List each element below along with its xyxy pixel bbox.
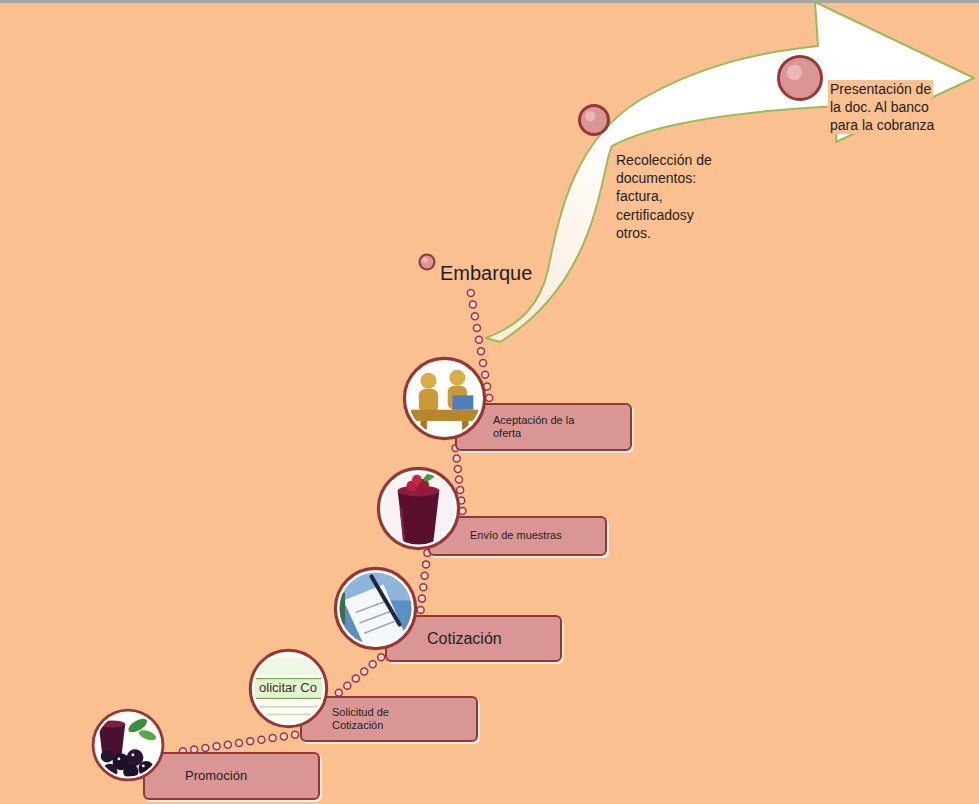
- step-box: Cotización: [385, 615, 562, 662]
- step-photo: [333, 566, 418, 651]
- connector-dot: [420, 584, 427, 591]
- step-box: Aceptación de la oferta: [455, 403, 632, 451]
- connector-dot: [280, 733, 287, 740]
- dotted-connector: [335, 654, 384, 697]
- connector-dot: [418, 595, 425, 602]
- connector-dot: [457, 487, 464, 494]
- step-photo: [91, 708, 165, 782]
- text-wrap: Presentación de la doc. Al banco para la…: [828, 80, 942, 135]
- connector-dot: [454, 465, 461, 472]
- connector-dot: [378, 654, 385, 661]
- connector-dot: [224, 741, 231, 748]
- connector-dot: [344, 682, 351, 689]
- connector-dot: [482, 371, 489, 378]
- step-label: Envío de muestras: [470, 529, 562, 542]
- connector-dot: [469, 301, 476, 308]
- connector-dot: [453, 455, 460, 462]
- connector-dot: [213, 743, 220, 750]
- connector-dot: [258, 736, 265, 743]
- step-label: Promoción: [185, 768, 247, 784]
- connector-dot: [456, 476, 463, 483]
- connector-dot: [352, 675, 359, 682]
- top-rule: [0, 0, 979, 3]
- step-label: Aceptación de la oferta: [493, 414, 593, 441]
- connector-dot: [467, 289, 474, 296]
- step-dot: [417, 252, 437, 272]
- connector-dot: [247, 738, 254, 745]
- connector-dot: [361, 668, 368, 675]
- connector-dot: [236, 740, 243, 747]
- connector-dot: [423, 561, 430, 568]
- connector-dot: [480, 360, 487, 367]
- step-label: Embarque: [438, 261, 534, 285]
- step-marker-node: Presentación de la doc. Al banco para la…: [778, 56, 948, 137]
- connector-dot: [417, 607, 424, 614]
- text-wrap: Recolección de documentos: factura, cert…: [614, 151, 732, 242]
- arrow-outline: [486, 2, 974, 342]
- connector-dot: [202, 744, 209, 751]
- text-wrap: Embarque: [438, 260, 546, 286]
- connector-dot: [269, 735, 276, 742]
- connector-dot: [292, 731, 299, 738]
- step-box: Solicitud de Cotizaciónolicitar Co: [300, 696, 478, 742]
- step-marker-node: Embarque: [420, 252, 550, 288]
- connector-dot: [475, 336, 482, 343]
- step-label: Recolección de documentos: factura, cert…: [614, 151, 714, 242]
- connector-dot: [421, 572, 428, 579]
- step-label: Presentación de la doc. Al banco para la…: [828, 80, 936, 134]
- step-label: Solicitud de Cotización: [332, 706, 417, 733]
- step-marker-node: Recolección de documentos: factura, cert…: [578, 104, 738, 244]
- dotted-connector: [417, 549, 431, 613]
- step-box: Promoción: [143, 752, 320, 800]
- connector-dot: [478, 348, 485, 355]
- step-dot: [776, 54, 824, 102]
- step-dot: [577, 103, 611, 137]
- photo-caption: olicitar Co: [250, 679, 326, 697]
- step-box: Envío de muestras: [428, 516, 607, 556]
- connector-dot: [473, 324, 480, 331]
- connector-dot: [471, 313, 478, 320]
- step-photo: [402, 356, 487, 441]
- step-photo: [376, 466, 461, 551]
- connector-dot: [369, 661, 376, 668]
- step-label: Cotización: [427, 629, 502, 649]
- connector-dot: [486, 395, 493, 402]
- connector-dot: [459, 508, 466, 515]
